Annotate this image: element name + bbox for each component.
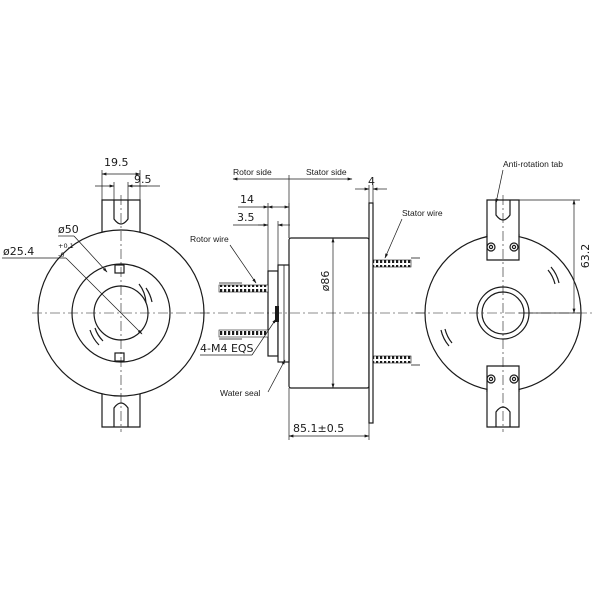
rotor-side-label: Rotor side (233, 167, 272, 177)
bottom-mounting-tab (101, 384, 141, 428)
screw-hole (509, 374, 519, 384)
screw-hole (486, 374, 496, 384)
screw-hole (486, 242, 496, 252)
flange-slot (145, 287, 153, 303)
dim-length: 85.1±0.5 (293, 422, 344, 435)
stator-face-view: Anti-rotation tab 63.2 (415, 159, 592, 432)
rotor-wire-bundle-top (218, 284, 269, 293)
dim-tab-span: 63.2 (579, 244, 592, 269)
side-view: Rotor side Stator side 4 14 3.5 ø86 Roto… (190, 167, 443, 440)
stator-wire-bundle-top (372, 259, 412, 268)
water-seal-label: Water seal (220, 388, 260, 398)
rotor-wire-label: Rotor wire (190, 234, 229, 244)
bottom-anti-rotation-tab (486, 374, 520, 428)
dim-shaft-tol-lower: -0 (58, 251, 64, 259)
stator-wire-bundle-bottom (372, 355, 412, 364)
thread-spec-label: 4-M4 EQS (200, 342, 254, 355)
wire-exit-slot (547, 269, 556, 285)
rotor-hub (277, 264, 290, 363)
flange-slot (89, 329, 100, 346)
stator-side-label: Stator side (306, 167, 347, 177)
top-tab-slot (113, 200, 129, 225)
thread-hole (114, 352, 125, 362)
rotor-face-view: 19.5 9.5 ø50 ø25.4 +0.1 -0 (2, 156, 210, 432)
rotor-key (275, 306, 279, 322)
wire-exit-slot (444, 328, 453, 344)
flange-slot (138, 283, 147, 304)
dim-shaft-tol-upper: +0.1 (58, 242, 74, 250)
dim-stator-tab: 4 (368, 175, 375, 188)
flange-slot (94, 327, 104, 342)
dim-body-dia: ø86 (319, 271, 332, 292)
rotor-wire-bundle-bottom (218, 329, 269, 338)
dim-rotor-flange: 14 (240, 193, 254, 206)
screw-hole (509, 242, 519, 252)
thread-hole (114, 264, 125, 274)
dim-bore-dia: ø50 (58, 223, 79, 236)
dim-rotor-offset: 3.5 (237, 211, 255, 224)
stator-wire-label: Stator wire (402, 208, 443, 218)
dim-left-slot: 9.5 (134, 173, 152, 186)
anti-rotation-tab-label: Anti-rotation tab (503, 159, 563, 169)
dim-left-width: 19.5 (104, 156, 129, 169)
dim-shaft-dia: ø25.4 (3, 245, 34, 258)
